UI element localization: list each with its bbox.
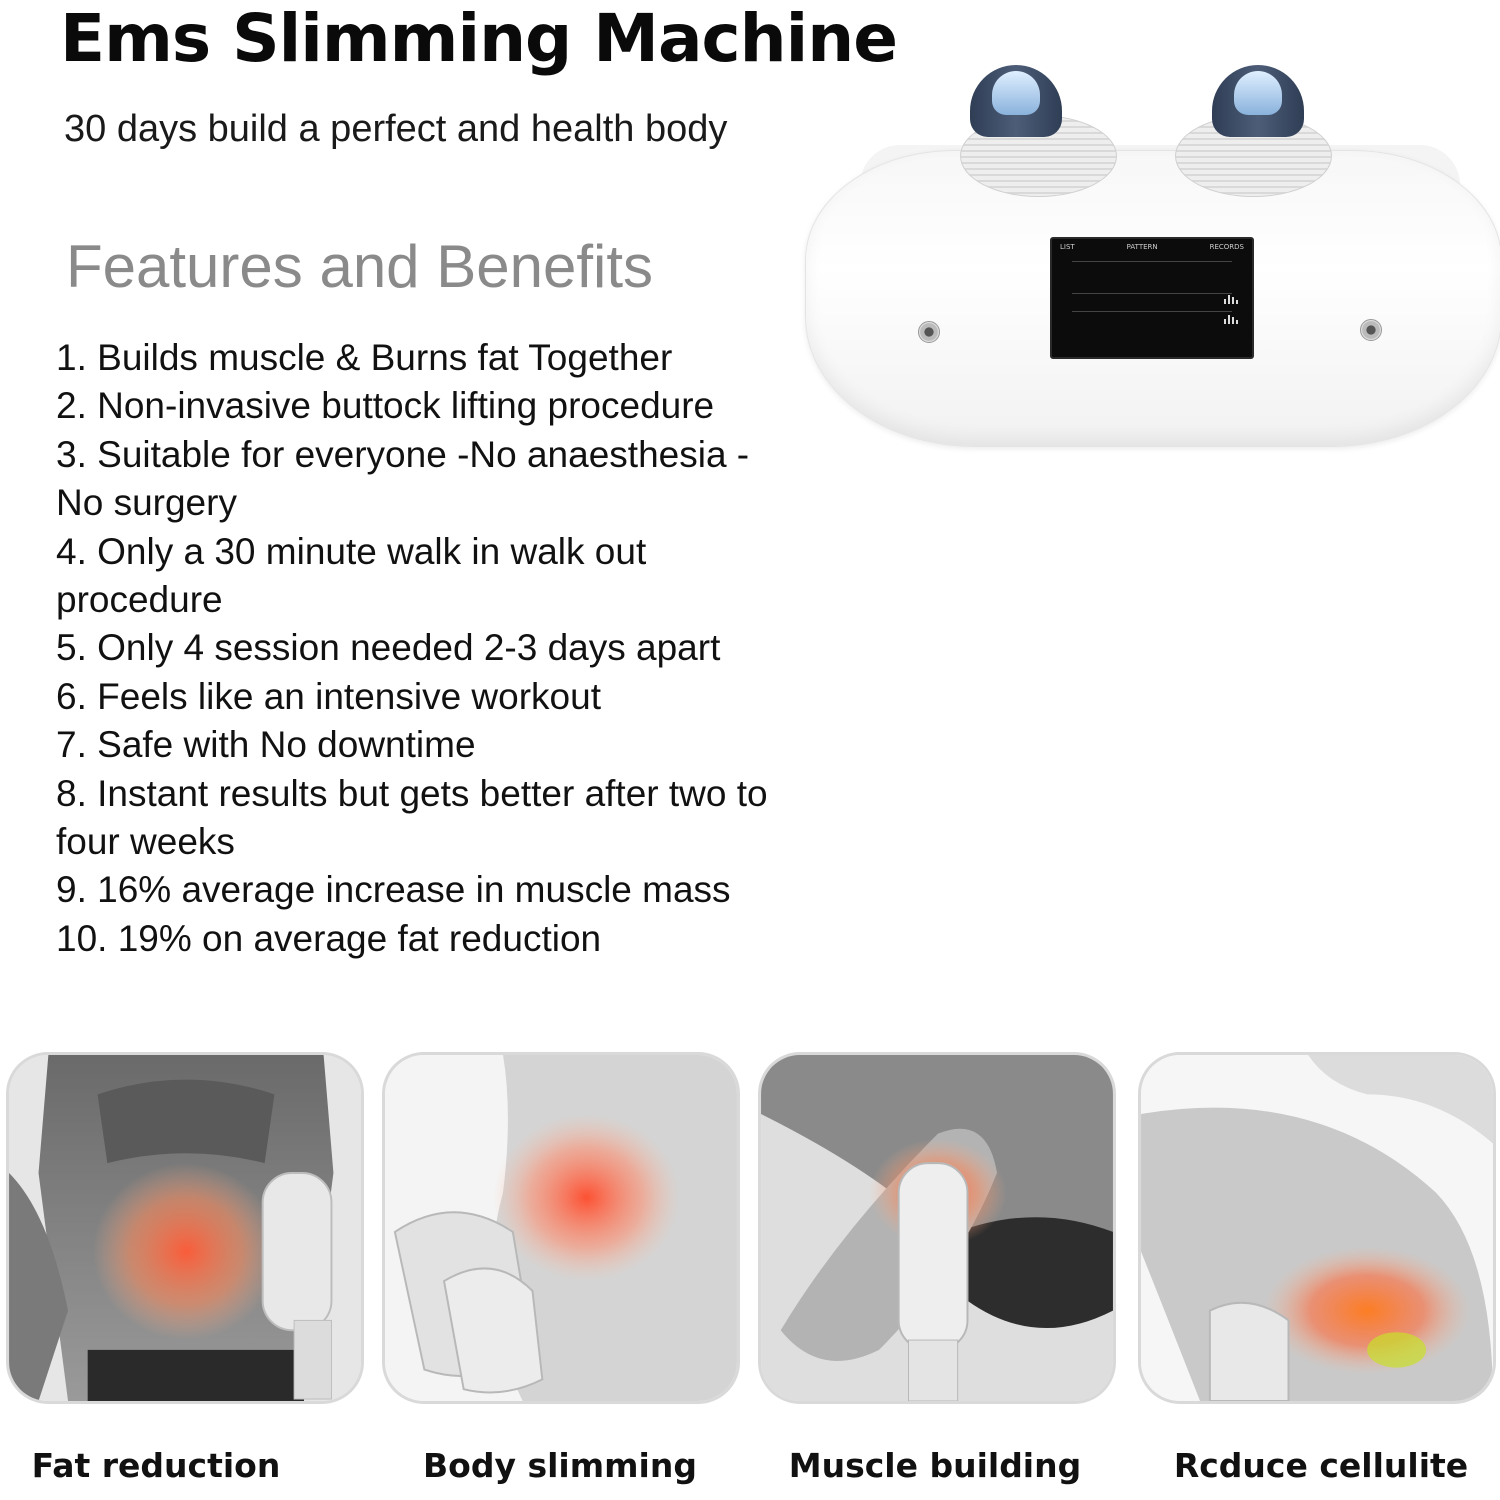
screen-divider [1072, 261, 1232, 262]
benefit-caption: Muscle building [788, 1446, 1082, 1485]
screen-divider [1072, 311, 1232, 312]
feature-item: 1. Builds muscle & Burns fat Together [56, 337, 673, 378]
thigh-illustration [761, 1055, 1113, 1401]
benefit-card-body-slimming [382, 1052, 740, 1404]
feature-item: 2. Non-invasive buttock lifting procedur… [56, 385, 715, 427]
benefit-caption: Body slimming [423, 1446, 697, 1485]
leg-illustration [1141, 1055, 1493, 1401]
right-knob-icon [1360, 319, 1382, 341]
benefit-caption: Fat reduction [31, 1446, 281, 1485]
signal-bars-icon [1224, 295, 1238, 304]
right-handle-cap [1212, 65, 1304, 137]
features-list: 1. Builds muscle & Burns fat Together 2.… [56, 334, 786, 963]
screen-tab-list: LIST [1060, 243, 1075, 251]
page-subtitle: 30 days build a perfect and health body [64, 108, 728, 150]
buttock-illustration [385, 1055, 737, 1401]
benefit-card-reduce-cellulite [1138, 1052, 1496, 1404]
feature-item: 3. Suitable for everyone -No anaesthesia… [56, 433, 750, 524]
features-heading: Features and Benefits [66, 233, 654, 300]
left-knob-icon [918, 321, 940, 343]
feature-item: 6. Feels like an intensive workout [56, 675, 601, 717]
machine-touchscreen: LIST PATTERN RECORDS [1050, 237, 1254, 359]
feature-item: 8. Instant results but gets better after… [56, 772, 768, 863]
feature-item: 10. 19% on average fat reduction [56, 917, 602, 959]
screen-tab-pattern: PATTERN [1126, 243, 1158, 251]
benefit-caption: Rcduce cellulite [1173, 1446, 1469, 1485]
benefit-card-muscle-building [758, 1052, 1116, 1404]
page-title: Ems Slimming Machine [60, 0, 898, 77]
left-handle-window [992, 71, 1040, 115]
screen-tabs: LIST PATTERN RECORDS [1060, 243, 1244, 255]
screen-divider [1072, 293, 1232, 294]
screen-tab-records: RECORDS [1209, 243, 1244, 251]
feature-item: 7. Safe with No downtime [56, 724, 476, 766]
benefit-card-fat-reduction [6, 1052, 364, 1404]
feature-item: 4. Only a 30 minute walk in walk out pro… [56, 530, 647, 621]
ems-machine-image: LIST PATTERN RECORDS [800, 55, 1500, 447]
torso-illustration [9, 1055, 361, 1401]
signal-bars-icon [1224, 315, 1238, 324]
feature-item: 5. Only 4 session needed 2-3 days apart [56, 627, 721, 669]
feature-item: 9. 16% average increase in muscle mass [56, 869, 731, 911]
left-handle-cap [970, 65, 1062, 137]
right-handle-window [1234, 71, 1282, 115]
